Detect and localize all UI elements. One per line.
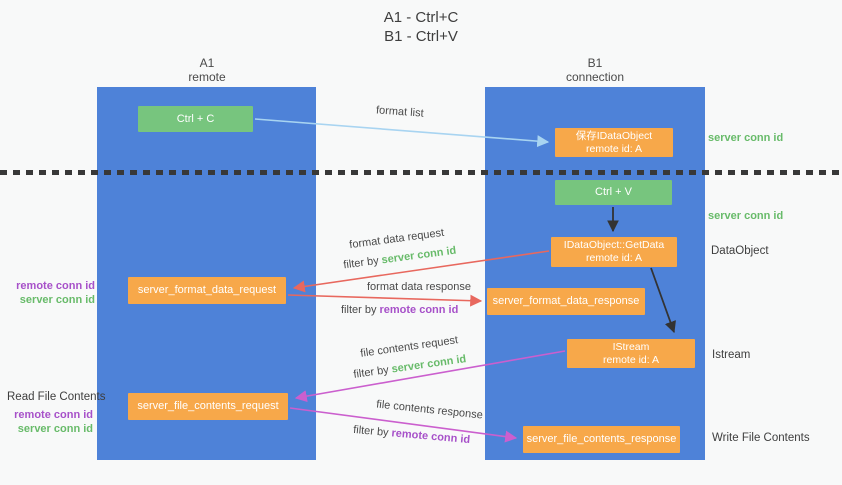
save-idataobject-title: 保存IDataObject — [575, 129, 653, 142]
filter-by-text: filter by — [352, 423, 390, 439]
file-contents-response-text: file contents response — [375, 398, 484, 422]
save-idataobject-node: 保存IDataObject remote id: A — [555, 128, 673, 157]
server-conn-id-annotation-top: server conn id — [708, 132, 783, 144]
file-contents-response-label: file contents response — [376, 398, 484, 421]
conn-id-annotation-group-2: remote conn id server conn id — [0, 408, 93, 436]
diagram-title: A1 - Ctrl+C B1 - Ctrl+V — [0, 8, 842, 46]
remote-conn-id-text: remote conn id — [379, 304, 459, 316]
server-file-contents-response-label: server_file_contents_response — [526, 433, 677, 445]
format-list-text: format list — [375, 104, 425, 120]
server-conn-id-text: server conn id — [17, 423, 93, 435]
istream-title: IStream — [612, 340, 650, 353]
server-conn-id-annotation-mid: server conn id — [708, 210, 783, 222]
idataobject-getdata-node: IDataObject::GetData remote id: A — [551, 237, 677, 267]
server-file-contents-request-node: server_file_contents_request — [128, 393, 288, 420]
left-column-name: A1 — [199, 56, 215, 70]
server-conn-id-text: server conn id — [390, 353, 467, 376]
server-conn-id-text: server conn id — [19, 294, 95, 306]
dataobject-text: DataObject — [711, 245, 769, 257]
getdata-remote-id: remote id: A — [585, 252, 643, 264]
right-column-name: B1 — [587, 56, 603, 70]
filter-by-text: filter by — [341, 304, 377, 316]
remote-conn-id-text: remote conn id — [16, 280, 95, 292]
right-column-header: B1 connection — [535, 56, 655, 84]
server-conn-id-text: server conn id — [708, 210, 784, 222]
title-line-a1: A1 - Ctrl+C — [383, 9, 459, 26]
remote-conn-id-text: remote conn id — [14, 409, 93, 421]
dotted-divider — [0, 170, 842, 175]
filter-by-text: filter by — [352, 364, 390, 381]
istream-node: IStream remote id: A — [567, 339, 695, 368]
istream-annotation: Istream — [712, 349, 750, 361]
format-data-response-text: format data response — [367, 281, 471, 293]
read-file-contents-text: Read File Contents — [7, 391, 106, 403]
dataobject-annotation: DataObject — [711, 245, 769, 257]
server-conn-id-text: server conn id — [708, 132, 784, 144]
left-column-role: remote — [188, 70, 226, 84]
save-idataobject-remote-id: remote id: A — [585, 142, 643, 155]
write-file-contents-text: Write File Contents — [712, 432, 810, 444]
write-file-contents-annotation: Write File Contents — [712, 432, 810, 444]
format-data-response-label: format data response — [367, 281, 471, 293]
istream-remote-id: remote id: A — [602, 353, 660, 366]
read-file-contents-annotation: Read File Contents — [7, 391, 105, 403]
format-list-label: format list — [376, 104, 424, 119]
server-conn-id-text: server conn id — [380, 244, 457, 267]
ctrl-v-node: Ctrl + V — [555, 180, 672, 205]
server-format-data-response-label: server_format_data_response — [492, 295, 640, 307]
remote-conn-id-text: remote conn id — [391, 427, 471, 447]
ctrl-c-label: Ctrl + C — [176, 112, 215, 125]
ctrl-v-label: Ctrl + V — [595, 186, 632, 198]
istream-text: Istream — [712, 349, 751, 361]
getdata-title: IDataObject::GetData — [563, 239, 665, 251]
server-file-contents-response-node: server_file_contents_response — [523, 426, 680, 453]
right-column-role: connection — [565, 70, 625, 84]
server-file-contents-request-label: server_file_contents_request — [137, 400, 279, 412]
filter-by-text: filter by — [342, 254, 380, 272]
left-column-header: A1 remote — [147, 56, 267, 84]
format-data-response-arrow — [287, 294, 483, 307]
server-format-data-response-node: server_format_data_response — [487, 288, 645, 315]
title-line-b1: B1 - Ctrl+V — [384, 28, 458, 45]
ctrl-c-node: Ctrl + C — [138, 106, 253, 132]
conn-id-annotation-group-1: remote conn id server conn id — [0, 279, 95, 307]
server-format-data-request-label: server_format_data_request — [137, 284, 277, 296]
server-format-data-request-node: server_format_data_request — [128, 277, 286, 304]
